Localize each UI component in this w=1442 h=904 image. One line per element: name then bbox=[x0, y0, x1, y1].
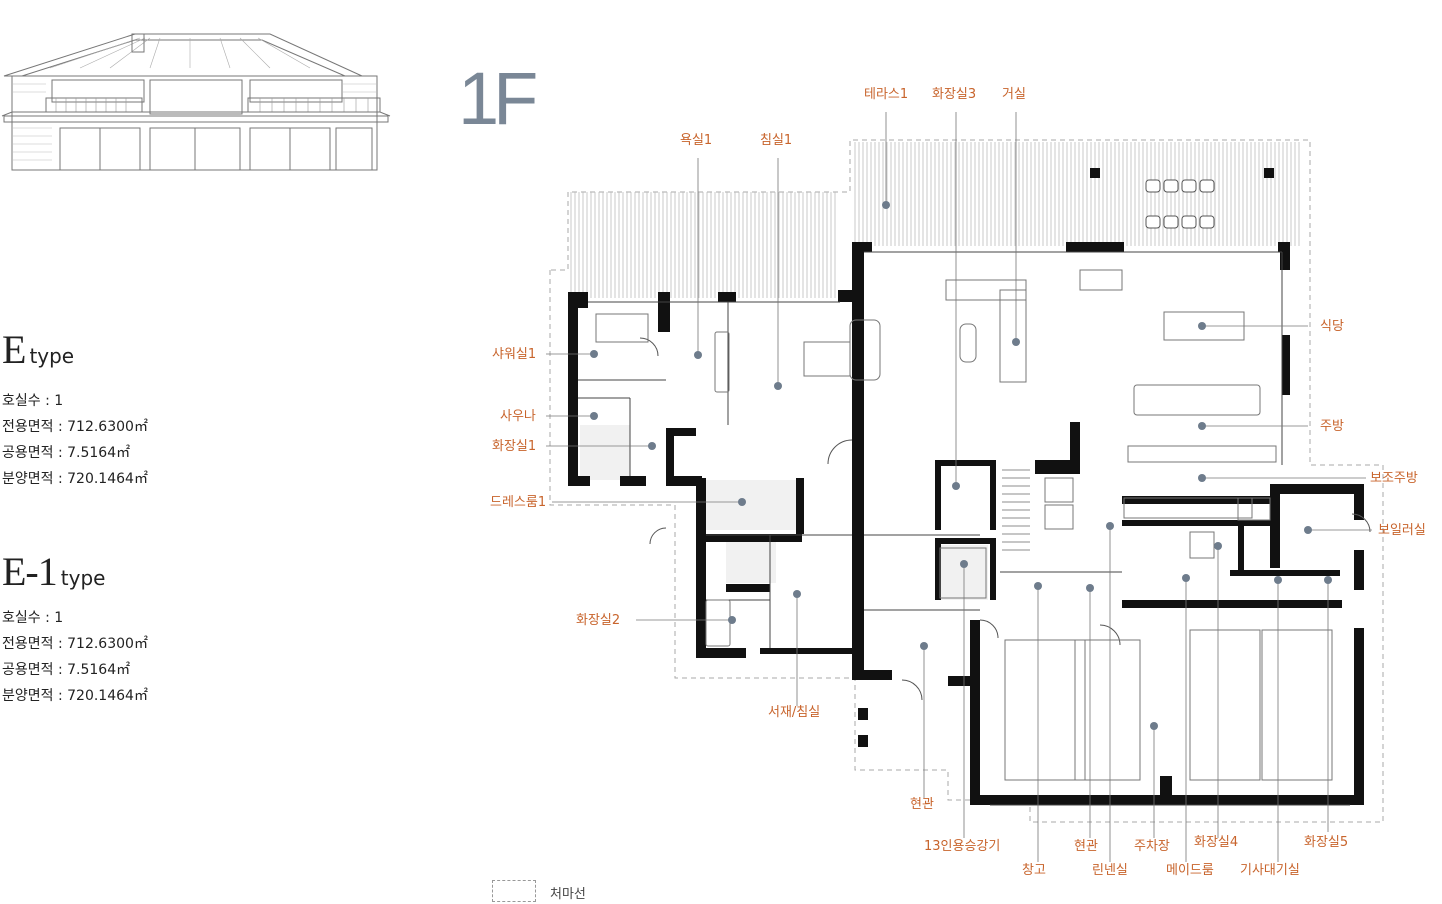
label-linen: 린넨실 bbox=[1092, 863, 1128, 878]
bed-icon bbox=[803, 341, 851, 377]
label-terrace1: 테라스1 bbox=[864, 87, 908, 102]
label-entrance-main: 현관 bbox=[910, 797, 934, 812]
label-storage: 창고 bbox=[1022, 863, 1046, 878]
kitchen-counter-icon bbox=[1127, 445, 1277, 463]
terrace-right bbox=[852, 142, 1300, 246]
car-icon bbox=[1261, 629, 1333, 781]
stairs-icon bbox=[1002, 469, 1030, 551]
type-name: E bbox=[2, 327, 26, 372]
room-dots bbox=[590, 201, 1332, 730]
leader-lines bbox=[546, 112, 1372, 862]
label-powder4: 화장실4 bbox=[1194, 835, 1238, 850]
kitchen-island-icon bbox=[1133, 384, 1261, 416]
label-sub-kitchen: 보조주방 bbox=[1370, 471, 1418, 486]
spec-common-area: 공용면적 : 7.5164㎡ bbox=[2, 445, 131, 461]
eaves-outline bbox=[549, 139, 1384, 823]
coffee-table-icon bbox=[959, 323, 977, 363]
vanity-icon bbox=[705, 599, 731, 647]
spec-exclusive-area: 전용면적 : 712.6300㎡ bbox=[2, 636, 148, 652]
label-maid: 메이드룸 bbox=[1166, 863, 1214, 878]
spec-common-area: 공용면적 : 7.5164㎡ bbox=[2, 662, 131, 678]
spec-sale-area: 분양면적 : 720.1464㎡ bbox=[2, 471, 148, 487]
type-specs-e: 호실수 : 1 전용면적 : 712.6300㎡ 공용면적 : 7.5164㎡ … bbox=[2, 388, 148, 492]
terrace-left bbox=[568, 192, 836, 298]
label-driver: 기사대기실 bbox=[1240, 863, 1300, 878]
car-icon bbox=[1189, 629, 1261, 781]
interior-shaded-areas bbox=[580, 425, 988, 600]
type-specs-e1: 호실수 : 1 전용면적 : 712.6300㎡ 공용면적 : 7.5164㎡ … bbox=[2, 605, 148, 709]
floor-plan: 테라스1 화장실3 거실 욕실1 침실1 샤워실1 식당 사우나 화장실1 주방… bbox=[490, 87, 1426, 878]
label-bed1: 침실1 bbox=[760, 133, 792, 148]
fireplace-icon bbox=[1079, 269, 1123, 291]
label-bath1: 욕실1 bbox=[680, 133, 712, 148]
car-icon bbox=[1074, 639, 1141, 781]
subkitchen-counter-icon bbox=[1123, 497, 1253, 519]
floor-label: 1F bbox=[458, 57, 538, 140]
label-kitchen: 주방 bbox=[1320, 419, 1344, 434]
spec-units: 호실수 : 1 bbox=[2, 610, 64, 626]
label-powder1: 화장실1 bbox=[492, 439, 536, 454]
type-suffix: type bbox=[60, 566, 106, 590]
elevator-icon bbox=[939, 547, 987, 599]
thin-lines bbox=[578, 251, 1350, 806]
label-powder5: 화장실5 bbox=[1304, 835, 1348, 850]
terrace-furniture bbox=[1090, 168, 1274, 229]
label-powder3: 화장실3 bbox=[932, 87, 976, 102]
type-name: E-1 bbox=[2, 549, 58, 594]
vanity-icon bbox=[714, 331, 730, 393]
label-sauna: 사우나 bbox=[500, 409, 536, 424]
label-dress1: 드레스룸1 bbox=[490, 495, 546, 510]
label-entrance2: 현관 bbox=[1074, 839, 1098, 854]
label-dining: 식당 bbox=[1320, 319, 1344, 334]
label-shower1: 샤워실1 bbox=[492, 347, 536, 362]
label-parking: 주차장 bbox=[1134, 839, 1170, 854]
furniture bbox=[595, 269, 1333, 781]
label-powder2: 화장실2 bbox=[576, 613, 620, 628]
spec-exclusive-area: 전용면적 : 712.6300㎡ bbox=[2, 419, 148, 435]
label-living: 거실 bbox=[1002, 87, 1026, 102]
car-icon bbox=[1004, 639, 1086, 781]
bathtub-icon bbox=[595, 313, 649, 343]
label-elevator: 13인용승강기 bbox=[924, 839, 1000, 854]
spec-sale-area: 분양면적 : 720.1464㎡ bbox=[2, 688, 148, 704]
spec-units: 호실수 : 1 bbox=[2, 393, 64, 409]
walls bbox=[568, 242, 1364, 805]
eaves-line-swatch bbox=[492, 880, 536, 902]
legend-eaves-label: 처마선 bbox=[550, 887, 586, 902]
type-suffix: type bbox=[29, 344, 75, 368]
elevation-drawing bbox=[1, 33, 391, 171]
label-boiler: 보일러실 bbox=[1378, 523, 1426, 538]
label-study: 서재/침실 bbox=[768, 705, 820, 720]
room-labels: 테라스1 화장실3 거실 욕실1 침실1 샤워실1 식당 사우나 화장실1 주방… bbox=[490, 87, 1426, 878]
